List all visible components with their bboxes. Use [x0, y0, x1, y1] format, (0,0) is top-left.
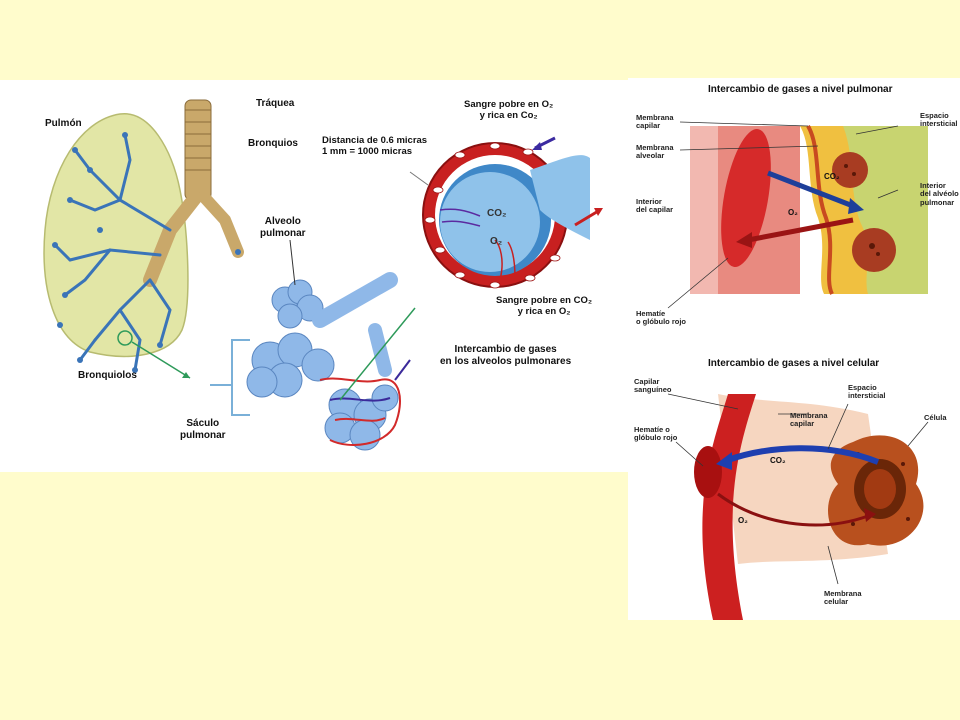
label-interior-capilar: Interior del capilar — [636, 197, 674, 215]
label-hematie: Hematíe o glóbulo rojo — [636, 309, 686, 327]
lung-anatomy-panel: Pulmón Tráquea Bronquios Bronquiolos Alv… — [0, 80, 630, 472]
lung-anatomy-illustration — [43, 99, 603, 451]
label-saculo: Sáculo pulmonar — [180, 418, 226, 441]
label-distancia: Distancia de 0.6 micras 1 mm = 1000 micr… — [322, 135, 428, 157]
trachea — [184, 99, 212, 201]
label-espacio-celular: Espacio intersticial — [848, 383, 886, 401]
label-o2-celular: O₂ — [738, 516, 748, 525]
bronchus-right — [199, 192, 244, 258]
label-o2: O₂ — [490, 236, 503, 247]
label-interior-alveolo: Interior del alvéolo pulmonar — [920, 181, 959, 207]
label-bronquiolos: Bronquiolos — [78, 370, 137, 381]
alveoli-cluster — [246, 279, 399, 451]
title-pulmonar: Intercambio de gases a nivel pulmonar — [708, 84, 893, 95]
label-membrana-alveolar: Membrana alveolar — [636, 143, 674, 161]
pulmonary-exchange-illustration — [667, 121, 928, 309]
label-sangre-pobre-o2: Sangre pobre en O₂ y rica en Co₂ — [464, 99, 554, 121]
label-sangre-pobre-co2: Sangre pobre en CO₂ y rica en O₂ — [496, 295, 593, 317]
label-alveolo: Alveolo pulmonar — [260, 216, 306, 239]
bronchiole-tree — [53, 133, 172, 372]
pulmonary-exchange-panel: Intercambio de gases a nivel pulmonar Me… — [628, 78, 960, 354]
label-co2-celular: CO₂ — [770, 456, 786, 465]
label-membrana-capilar: Membrana capilar — [636, 113, 674, 131]
label-membrana-capilar-celular: Membrana capilar — [790, 411, 828, 429]
label-celula: Célula — [924, 413, 947, 422]
label-hematie-celular: Hematíe o glóbulo rojo — [634, 425, 678, 443]
cellular-exchange-illustration — [667, 393, 929, 620]
label-o2-pulmonar: O₂ — [788, 208, 798, 217]
label-traquea: Tráquea — [256, 98, 295, 109]
label-membrana-celular: Membrana celular — [824, 589, 862, 607]
label-capilar-sanguineo: Capilar sanguíneo — [634, 377, 672, 395]
label-espacio: Espacio intersticial — [920, 111, 958, 129]
label-co2-pulmonar: CO₂ — [824, 172, 840, 181]
caption-alveolos: Intercambio de gases en los alveolos pul… — [440, 344, 572, 367]
label-co2: CO₂ — [487, 208, 507, 219]
label-pulmon: Pulmón — [45, 118, 82, 129]
cellular-exchange-panel: Intercambio de gases a nivel celular Cap… — [628, 354, 960, 620]
title-celular: Intercambio de gases a nivel celular — [708, 358, 880, 369]
label-bronquios: Bronquios — [248, 138, 298, 149]
lung-silhouette — [43, 113, 189, 358]
